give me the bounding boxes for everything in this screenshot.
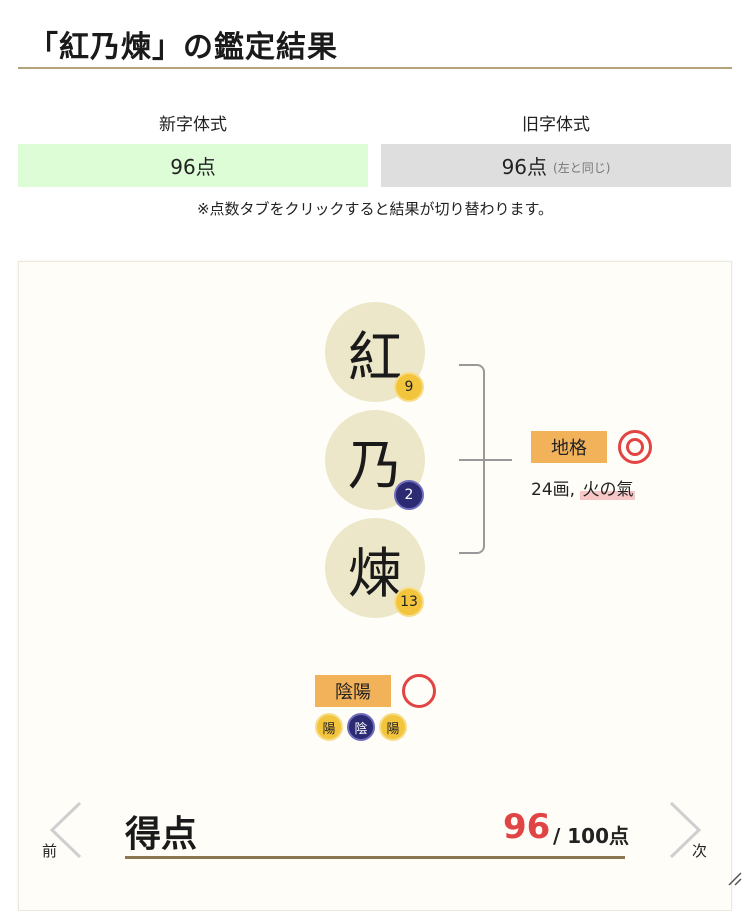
- next-label[interactable]: 次: [692, 842, 708, 860]
- yinyang-dot-2: 陰: [347, 713, 375, 741]
- prev-label[interactable]: 前: [42, 842, 58, 860]
- chikaku-bracket-stem: [459, 459, 512, 461]
- chikaku-strokes: 24画,: [531, 480, 576, 500]
- tab-old-score-value: 96点: [501, 155, 548, 179]
- stroke-count-badge-2: 2: [394, 480, 424, 510]
- chevron-left-icon[interactable]: [47, 800, 87, 860]
- name-char-3: 煉: [325, 518, 425, 618]
- chikaku-detail: 24画, 火の氣: [531, 475, 636, 500]
- circle-rating-icon: [402, 674, 436, 708]
- stroke-count-badge-1: 9: [394, 372, 424, 402]
- double-circle-rating-icon: [618, 430, 652, 464]
- score-value: 96: [503, 807, 551, 847]
- tab-old-score-note: (左と同じ): [553, 161, 611, 175]
- name-char-3-text: 煉: [348, 541, 402, 605]
- tab-label-old: 旧字体式: [522, 115, 590, 135]
- score-max: / 100点: [553, 824, 630, 848]
- tab-new-score[interactable]: 96点: [18, 144, 368, 187]
- score-label: 得点: [125, 814, 198, 855]
- name-char-1-text: 紅: [348, 325, 402, 389]
- tab-new-score-value: 96点: [170, 155, 216, 179]
- name-char-1: 紅: [325, 302, 425, 402]
- score-underline: [125, 856, 625, 859]
- chevron-right-icon[interactable]: [664, 800, 704, 860]
- stroke-count-badge-3: 13: [394, 587, 424, 617]
- inyo-label: 陰陽: [315, 675, 391, 707]
- chikaku-label: 地格: [531, 431, 607, 463]
- chikaku-ki: 火の氣: [580, 480, 636, 500]
- name-char-2-text: 乃: [348, 433, 402, 497]
- resize-handle-icon[interactable]: [728, 872, 742, 886]
- title-divider: [18, 67, 732, 69]
- tab-hint: ※点数タブをクリックすると結果が切り替わります。: [196, 200, 554, 218]
- yinyang-dot-1: 陽: [315, 713, 343, 741]
- tab-label-new: 新字体式: [159, 115, 227, 135]
- page-title: 「紅乃煉」の鑑定結果: [28, 30, 338, 65]
- yinyang-dot-3: 陽: [379, 713, 407, 741]
- tab-old-score[interactable]: 96点 (左と同じ): [381, 144, 731, 187]
